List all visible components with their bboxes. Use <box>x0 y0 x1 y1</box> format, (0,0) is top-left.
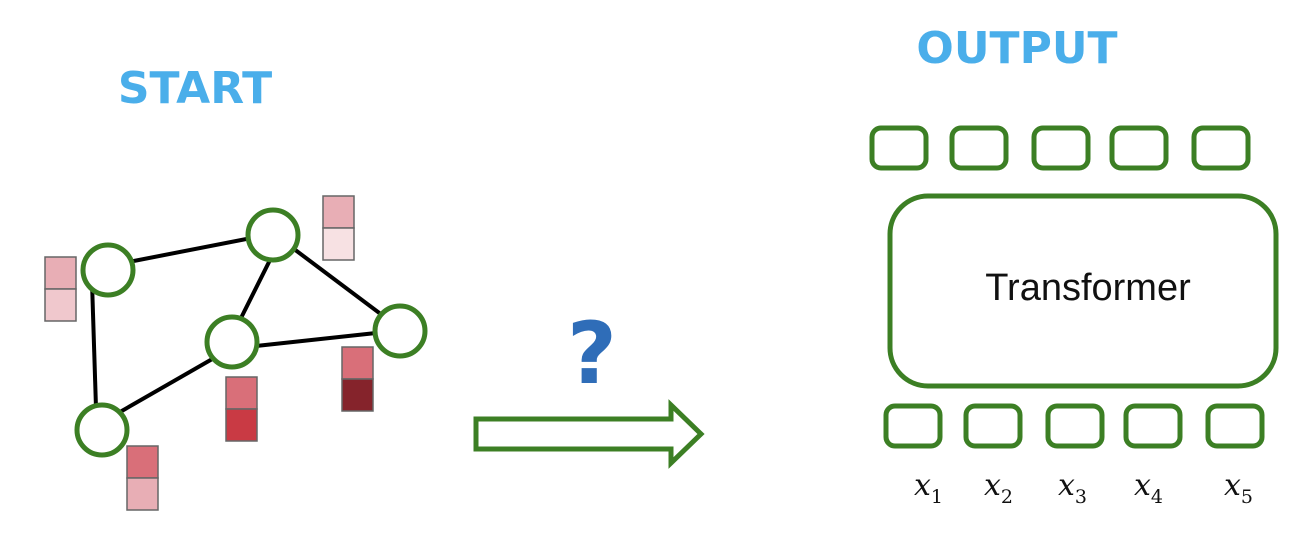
feature-cell <box>126 445 159 479</box>
output-token <box>1109 125 1169 171</box>
input-label: x5 <box>1224 468 1253 508</box>
feature-cell <box>341 346 374 380</box>
feature-vector-node-2 <box>322 195 355 261</box>
input-token <box>1045 403 1105 449</box>
feature-cell <box>225 376 258 410</box>
feature-cell <box>322 227 355 261</box>
output-token <box>1191 125 1251 171</box>
question-mark: ? <box>567 304 617 404</box>
feature-vector-node-5 <box>126 445 159 511</box>
edge-n2-n4 <box>288 244 388 320</box>
graph-node-3 <box>204 314 260 370</box>
input-tokens <box>883 403 1265 449</box>
edge-n3-n5 <box>119 356 215 414</box>
start-label: START <box>118 63 272 114</box>
feature-cell <box>322 195 355 229</box>
input-label: x1 <box>914 468 943 508</box>
edge-n1-n5 <box>90 281 98 409</box>
feature-cell <box>341 378 374 412</box>
input-token <box>1205 403 1265 449</box>
input-labels: x1 x2 x3 x4 x5 <box>914 468 1253 508</box>
transformer-block <box>887 193 1279 389</box>
input-token <box>963 403 1023 449</box>
input-label: x3 <box>1058 468 1087 508</box>
input-label: x2 <box>984 468 1013 508</box>
input-token <box>883 403 943 449</box>
feature-vector-node-1 <box>44 256 77 322</box>
feature-cell <box>126 477 159 511</box>
feature-cell <box>44 256 77 290</box>
output-token <box>949 125 1009 171</box>
feature-vectors <box>44 195 374 511</box>
edge-n1-n2 <box>107 232 273 268</box>
edge-n3-n4 <box>255 331 377 348</box>
output-tokens <box>869 125 1251 171</box>
input-label: x4 <box>1134 468 1163 508</box>
feature-vector-node-4 <box>341 346 374 412</box>
input-token <box>1123 403 1183 449</box>
graph-nodes <box>74 207 428 458</box>
graph-node-5 <box>74 402 130 458</box>
output-token <box>1031 125 1091 171</box>
arrow-right-icon <box>473 399 705 469</box>
graph-node-2 <box>245 207 301 263</box>
transformer-label: Transformer <box>985 267 1191 309</box>
output-label: OUTPUT <box>916 23 1117 74</box>
output-token <box>869 125 929 171</box>
graph-node-4 <box>372 303 428 359</box>
feature-cell <box>225 408 258 442</box>
feature-vector-node-3 <box>225 376 258 442</box>
graph-node-1 <box>80 242 136 298</box>
feature-cell <box>44 288 77 322</box>
